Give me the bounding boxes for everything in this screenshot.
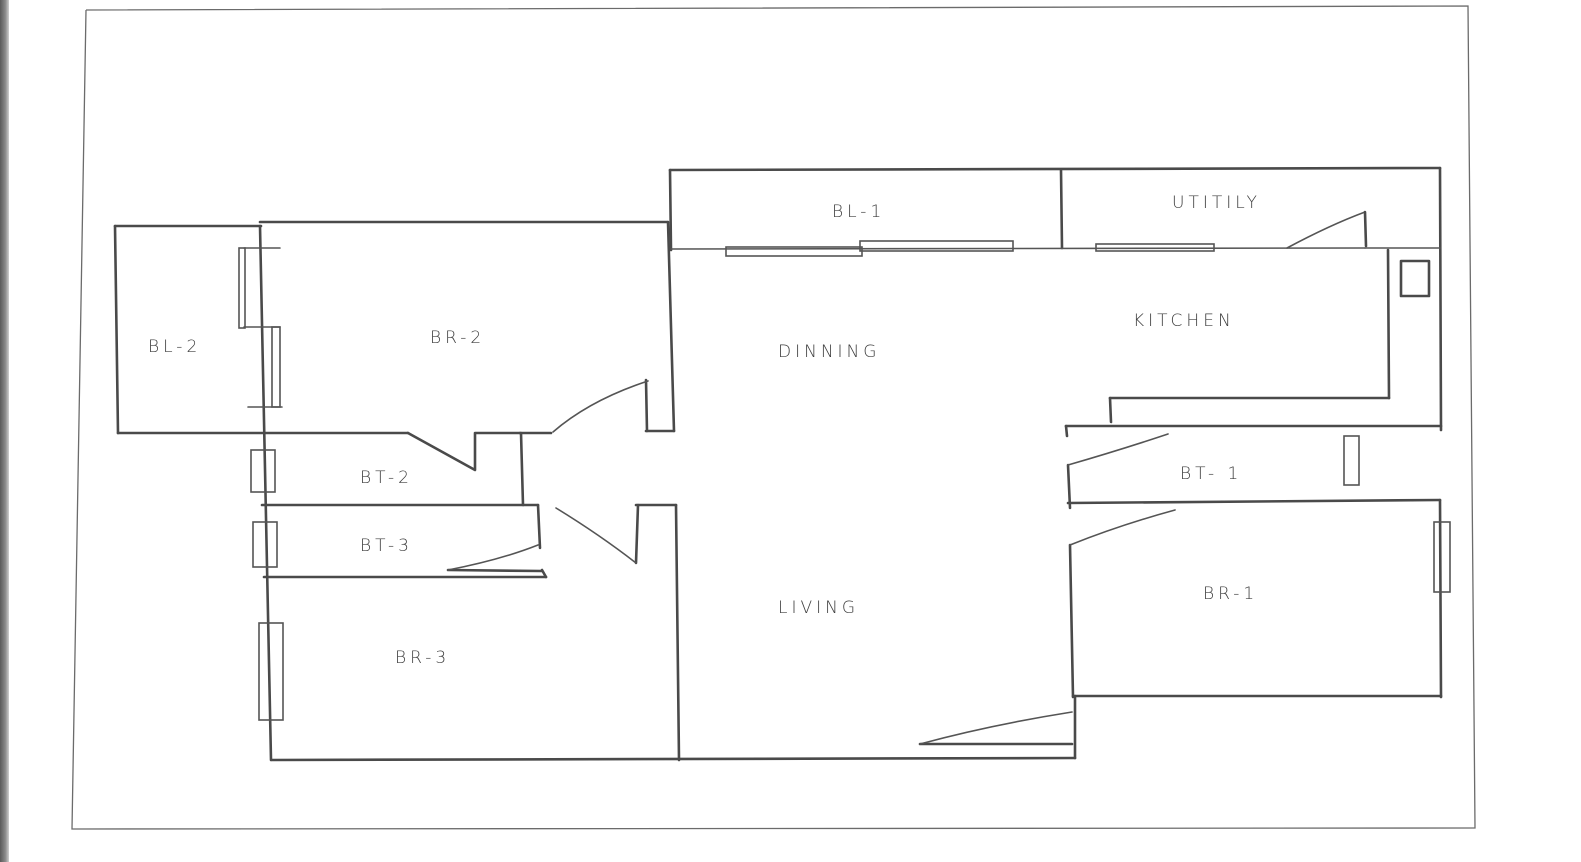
door-bt3-living [555, 507, 637, 564]
window-bt3 [252, 521, 278, 568]
scan-edge [0, 0, 9, 862]
doors [447, 210, 1368, 745]
label-bl1: BL-1 [832, 202, 885, 222]
window-bt1 [1343, 435, 1360, 486]
label-kitchen: KITCHEN [1133, 311, 1235, 331]
label-bt2: BT-2 [360, 468, 413, 488]
window-br1 [1433, 521, 1451, 593]
door-entrance [919, 711, 1073, 745]
door-utility [1286, 211, 1366, 249]
door-bt1 [1067, 433, 1169, 466]
window-utility [1095, 243, 1215, 252]
windows [238, 240, 1451, 721]
door-br1 [1069, 509, 1176, 546]
room-labels: BL-1 UTITILY BL-2 BR-2 DINNING KITCHEN B… [148, 193, 1261, 668]
page-border [71, 5, 1476, 830]
door-bt3 [447, 544, 539, 571]
window-bt2 [250, 449, 276, 493]
label-br1: BR-1 [1203, 584, 1258, 604]
label-bt1: BT- 1 [1180, 464, 1242, 484]
label-dining: DINNING [778, 342, 880, 362]
window-bl2-upper [238, 247, 246, 329]
window-bl1-b [859, 240, 1014, 252]
label-bl2-balcony: BL-2 [148, 337, 201, 357]
label-utility: UTITILY [1172, 193, 1261, 213]
walls [113, 166, 1443, 762]
label-living: LIVING [778, 598, 859, 618]
label-br2: BR-2 [430, 328, 485, 348]
label-br3: BR-3 [395, 648, 450, 668]
door-br2 [552, 380, 649, 433]
label-bt3: BT-3 [360, 536, 413, 556]
window-bl2-lower [271, 326, 281, 408]
window-br3 [258, 622, 284, 721]
